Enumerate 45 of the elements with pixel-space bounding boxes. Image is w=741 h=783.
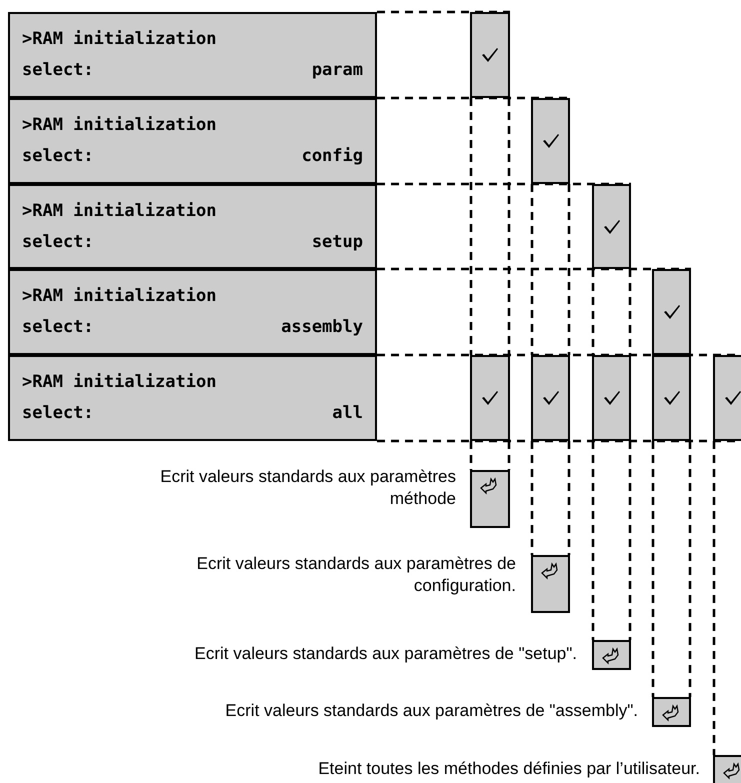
- menu-prompt: select:: [22, 232, 94, 252]
- display-screen: [8, 98, 377, 184]
- menu-option: config: [302, 146, 363, 166]
- display-screen: [8, 184, 377, 269]
- display-screen: [8, 269, 377, 355]
- menu-option: all: [332, 403, 363, 423]
- description-text: Ecrit valeurs standards aux paramètres méthode: [159, 466, 456, 510]
- check-key: [652, 355, 691, 441]
- display-screen: [8, 12, 377, 98]
- dashed-guide-line: [592, 440, 632, 642]
- menu-option: assembly: [281, 317, 363, 337]
- menu-option: setup: [312, 232, 363, 252]
- check-key: [470, 12, 510, 98]
- enter-key: [652, 697, 691, 727]
- dashed-guide-line: [652, 440, 692, 698]
- display-title: >RAM initialization: [22, 372, 216, 392]
- display-title: >RAM initialization: [22, 29, 216, 49]
- enter-key: [470, 470, 510, 528]
- description-text: Ecrit valeurs standards aux paramètres de "setup".: [194, 643, 577, 665]
- menu-prompt: select:: [22, 403, 94, 423]
- menu-prompt: select:: [22, 146, 94, 166]
- display-title: >RAM initialization: [22, 201, 216, 221]
- check-key: [531, 355, 570, 441]
- check-key: [713, 355, 741, 441]
- check-key: [592, 184, 631, 269]
- enter-key: [531, 555, 570, 613]
- dashed-guide-line: [530, 440, 570, 556]
- enter-key: [592, 640, 631, 670]
- dashed-guide-line: [592, 268, 632, 356]
- description-text: Ecrit valeurs standards aux paramètres de configuration.: [196, 553, 516, 597]
- description-text: Ecrit valeurs standards aux paramètres de "assembly".: [224, 700, 638, 722]
- dashed-guide-line: [470, 96, 510, 356]
- check-key: [470, 355, 510, 441]
- display-screen: [8, 355, 377, 441]
- check-key: [652, 269, 691, 355]
- display-title: >RAM initialization: [22, 286, 216, 306]
- dashed-guide-line: [530, 182, 570, 356]
- dashed-guide-line: [470, 440, 510, 472]
- menu-prompt: select:: [22, 60, 94, 80]
- menu-prompt: select:: [22, 317, 94, 337]
- display-title: >RAM initialization: [22, 115, 216, 135]
- check-key: [531, 98, 570, 184]
- description-text: Eteint toutes les méthodes définies par l’utilisateur.: [317, 758, 700, 780]
- menu-option: param: [312, 60, 363, 80]
- check-key: [592, 355, 631, 441]
